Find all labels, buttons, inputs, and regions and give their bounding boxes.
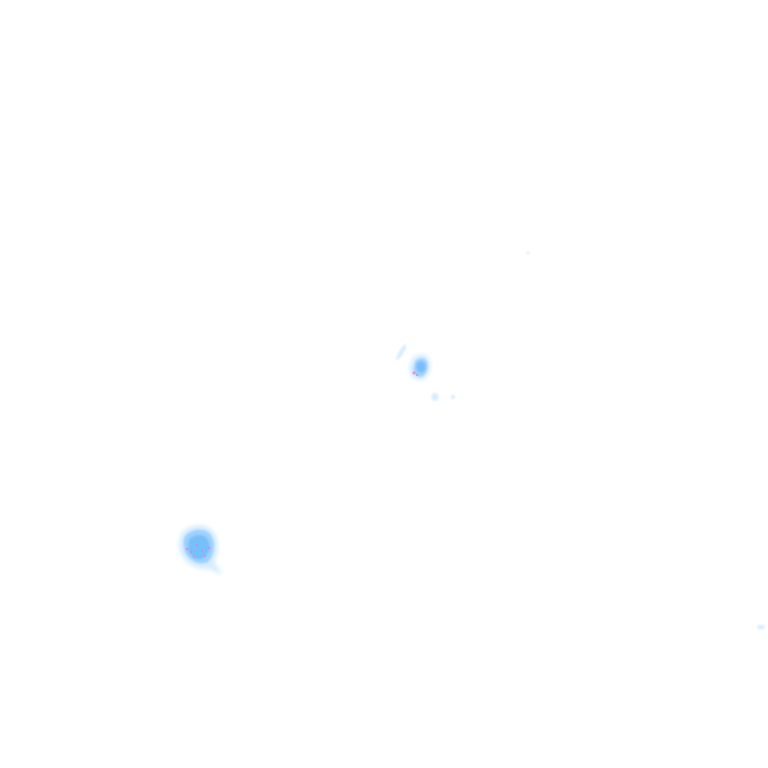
precip-speck-center-below <box>431 393 455 401</box>
precip-speck-center-left <box>396 344 407 360</box>
precip-cell-southwest <box>178 525 222 575</box>
precip-cell-center <box>409 354 431 380</box>
precip-speck-east-edge <box>757 625 765 629</box>
precip-speck-upper-right <box>526 251 530 255</box>
